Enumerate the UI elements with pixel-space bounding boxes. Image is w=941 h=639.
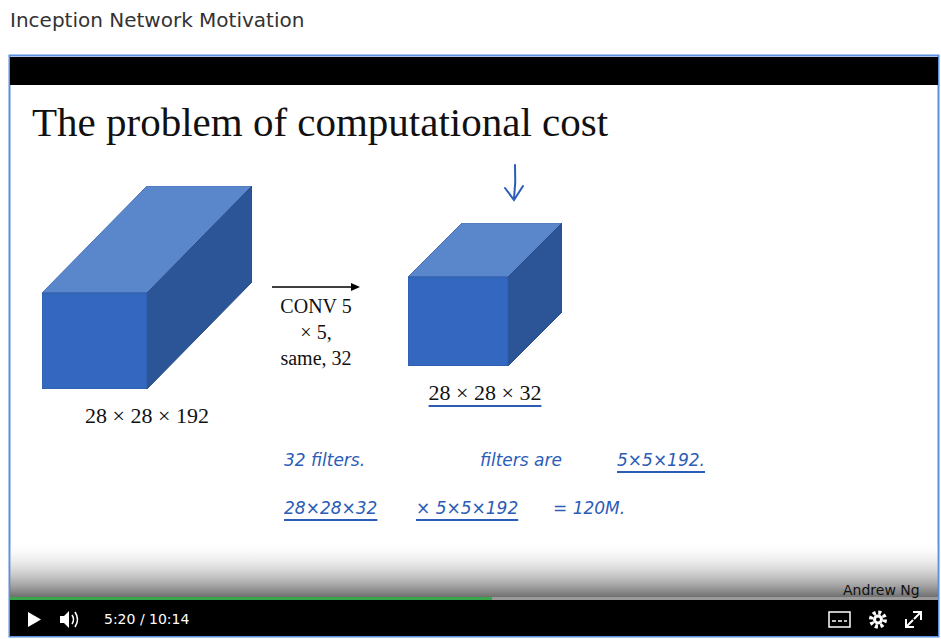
control-bar (10, 600, 938, 636)
time-display: 5:20 / 10:14 (104, 611, 189, 627)
handwritten-arrow (505, 165, 523, 200)
control-fade (10, 540, 938, 598)
handwritten-note: × 5×5×192 (416, 498, 518, 518)
handwritten-note: 28×28×32 (284, 498, 377, 518)
captions-icon (829, 612, 850, 627)
settings-icon (871, 613, 885, 627)
slide-title: The problem of computational cost (32, 98, 608, 146)
dimension-label: 28 × 28 × 32 (368, 380, 602, 406)
fullscreen-icon (906, 612, 921, 627)
tensor-volume: 28 × 28 × 32 (408, 223, 562, 406)
handwritten-note: 5×5×192. (617, 450, 705, 470)
cuboid-shape (42, 186, 252, 389)
handwritten-note: = 120M. (553, 498, 625, 518)
video-frame (10, 56, 939, 637)
play-icon (28, 612, 41, 627)
edge-label: CONV 5 × 5, same, 32 (277, 293, 355, 371)
volume-icon (60, 611, 78, 628)
cuboid-shape (408, 223, 562, 366)
dimension-label: 28 × 28 × 192 (2, 403, 292, 429)
top-bar (10, 57, 938, 85)
tensor-volume: 28 × 28 × 192 (42, 186, 252, 429)
handwritten-note: filters are (480, 450, 562, 470)
conv-arrow (272, 283, 360, 291)
progress-played (10, 597, 492, 600)
page-heading: Inception Network Motivation (10, 8, 304, 32)
author-watermark: Andrew Ng (843, 582, 920, 598)
handwritten-note: 32 filters. (284, 450, 365, 470)
